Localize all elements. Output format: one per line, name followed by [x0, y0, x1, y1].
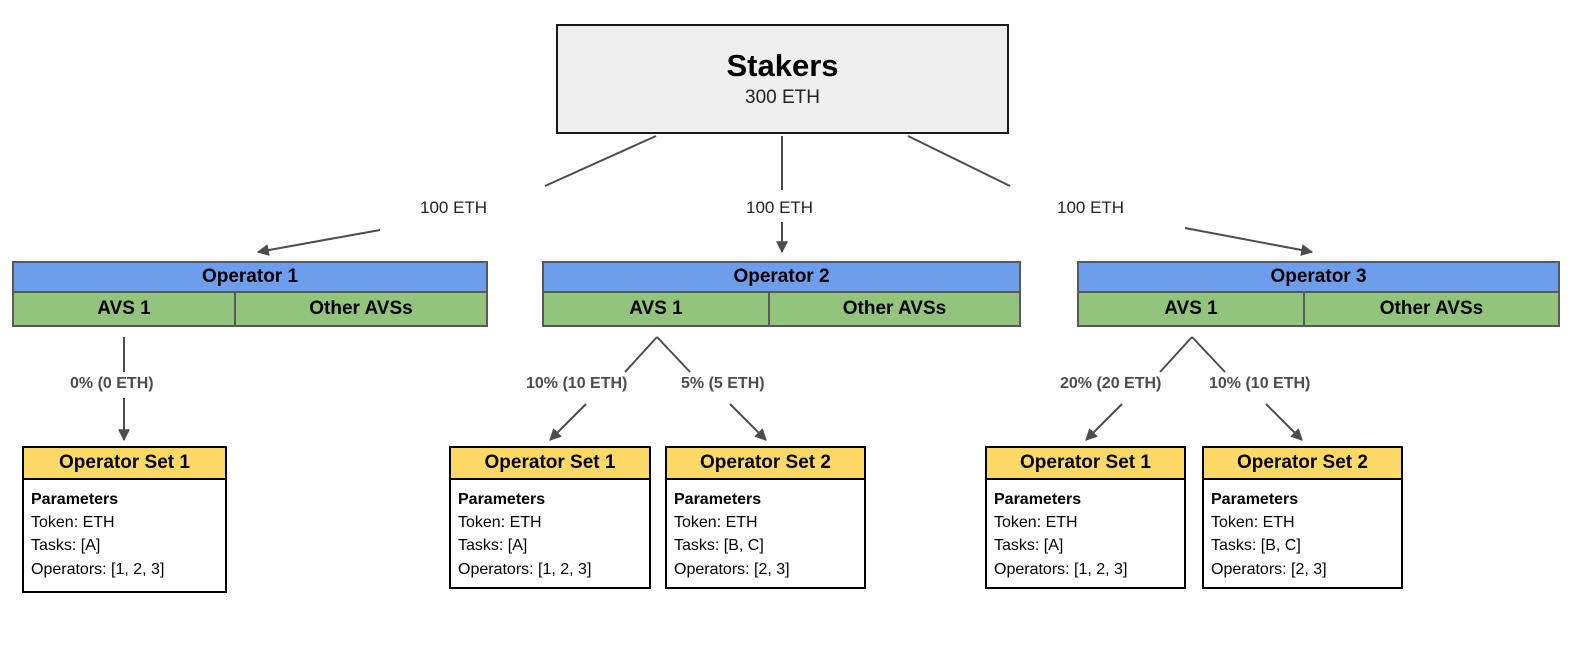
allocation-label-op2-set1: 10% (10 ETH) [526, 375, 628, 392]
edge-label-stake-3: 100 ETH [1057, 198, 1125, 217]
stakers-amount: 300 ETH [745, 87, 820, 109]
param-tasks-op3-set2: Tasks: [B, C] [1211, 537, 1301, 555]
operator-node-2: Operator 2 AVS 1 Other AVSs [542, 261, 1021, 327]
param-token-op1-set1: Token: ETH [31, 514, 115, 532]
edge-stakers-to-operator-3 [907, 135, 1314, 256]
operator-set-title-op3-set2: Operator Set 2 [1204, 448, 1401, 480]
param-tasks-op2-set2: Tasks: [B, C] [674, 537, 764, 555]
operator-set-node-op1-set1: Operator Set 1 Parameters Token: ETH Tas… [22, 446, 227, 593]
operator-set-node-op3-set2: Operator Set 2 Parameters Token: ETH Tas… [1202, 446, 1403, 589]
params-heading-op3-set1: Parameters [994, 491, 1082, 508]
operator-3-other-avss-cell[interactable]: Other AVSs [1305, 293, 1558, 325]
operator-1-other-avss-cell[interactable]: Other AVSs [236, 293, 486, 325]
edge-label-stake-1: 100 ETH [420, 198, 488, 217]
params-heading-op2-set1: Parameters [458, 491, 546, 508]
operator-set-body-op2-set1: Parameters Token: ETH Tasks: [A] Operato… [451, 480, 649, 589]
params-heading-op2-set2: Parameters [674, 491, 762, 508]
edge-label-stake-2: 100 ETH [746, 198, 814, 217]
allocation-label-op2-set2: 5% (5 ETH) [681, 375, 765, 392]
operator-1-title: Operator 1 [14, 263, 486, 293]
param-operators-op2-set1: Operators: [1, 2, 3] [458, 560, 592, 578]
operator-2-avs-1-cell[interactable]: AVS 1 [544, 293, 770, 325]
operator-set-node-op2-set1: Operator Set 1 Parameters Token: ETH Tas… [449, 446, 651, 589]
operator-set-title-op2-set2: Operator Set 2 [667, 448, 864, 480]
stakers-node: Stakers 300 ETH [556, 24, 1009, 134]
operator-set-body-op1-set1: Parameters Token: ETH Tasks: [A] Operato… [24, 480, 225, 589]
param-tasks-op3-set1: Tasks: [A] [994, 537, 1064, 555]
operator-2-other-avss-cell[interactable]: Other AVSs [770, 293, 1019, 325]
param-token-op3-set1: Token: ETH [994, 514, 1078, 532]
operator-3-avs-row: AVS 1 Other AVSs [1079, 293, 1558, 325]
param-operators-op3-set1: Operators: [1, 2, 3] [994, 560, 1128, 578]
operator-3-title: Operator 3 [1079, 263, 1558, 293]
operator-3-avs-1-cell[interactable]: AVS 1 [1079, 293, 1305, 325]
params-heading-op1-set1: Parameters [31, 491, 119, 508]
operator-1-avs-1-cell[interactable]: AVS 1 [14, 293, 236, 325]
operator-set-node-op2-set2: Operator Set 2 Parameters Token: ETH Tas… [665, 446, 866, 589]
operator-node-1: Operator 1 AVS 1 Other AVSs [12, 261, 488, 327]
operator-set-body-op3-set1: Parameters Token: ETH Tasks: [A] Operato… [987, 480, 1184, 589]
param-tasks-op2-set1: Tasks: [A] [458, 537, 528, 555]
operator-set-body-op2-set2: Parameters Token: ETH Tasks: [B, C] Oper… [667, 480, 864, 589]
params-heading-op3-set2: Parameters [1211, 491, 1299, 508]
param-operators-op1-set1: Operators: [1, 2, 3] [31, 560, 165, 578]
allocation-label-op3-set2: 10% (10 ETH) [1209, 375, 1311, 392]
operator-node-3: Operator 3 AVS 1 Other AVSs [1077, 261, 1560, 327]
allocation-label-op1-set1: 0% (0 ETH) [70, 375, 154, 392]
param-operators-op3-set2: Operators: [2, 3] [1211, 560, 1327, 578]
operator-2-title: Operator 2 [544, 263, 1019, 293]
operator-1-avs-row: AVS 1 Other AVSs [14, 293, 486, 325]
operator-set-title-op3-set1: Operator Set 1 [987, 448, 1184, 480]
stakers-title: Stakers [726, 48, 839, 83]
operator-2-avs-row: AVS 1 Other AVSs [544, 293, 1019, 325]
param-operators-op2-set2: Operators: [2, 3] [674, 560, 790, 578]
operator-set-title-op2-set1: Operator Set 1 [451, 448, 649, 480]
param-token-op3-set2: Token: ETH [1211, 514, 1295, 532]
edge-stakers-to-operator-1 [256, 135, 657, 256]
operator-set-title-op1-set1: Operator Set 1 [24, 448, 225, 480]
param-token-op2-set1: Token: ETH [458, 514, 542, 532]
operator-set-node-op3-set1: Operator Set 1 Parameters Token: ETH Tas… [985, 446, 1186, 589]
allocation-label-op3-set1: 20% (20 ETH) [1060, 375, 1162, 392]
param-tasks-op1-set1: Tasks: [A] [31, 537, 101, 555]
param-token-op2-set2: Token: ETH [674, 514, 758, 532]
operator-set-body-op3-set2: Parameters Token: ETH Tasks: [B, C] Oper… [1204, 480, 1401, 589]
